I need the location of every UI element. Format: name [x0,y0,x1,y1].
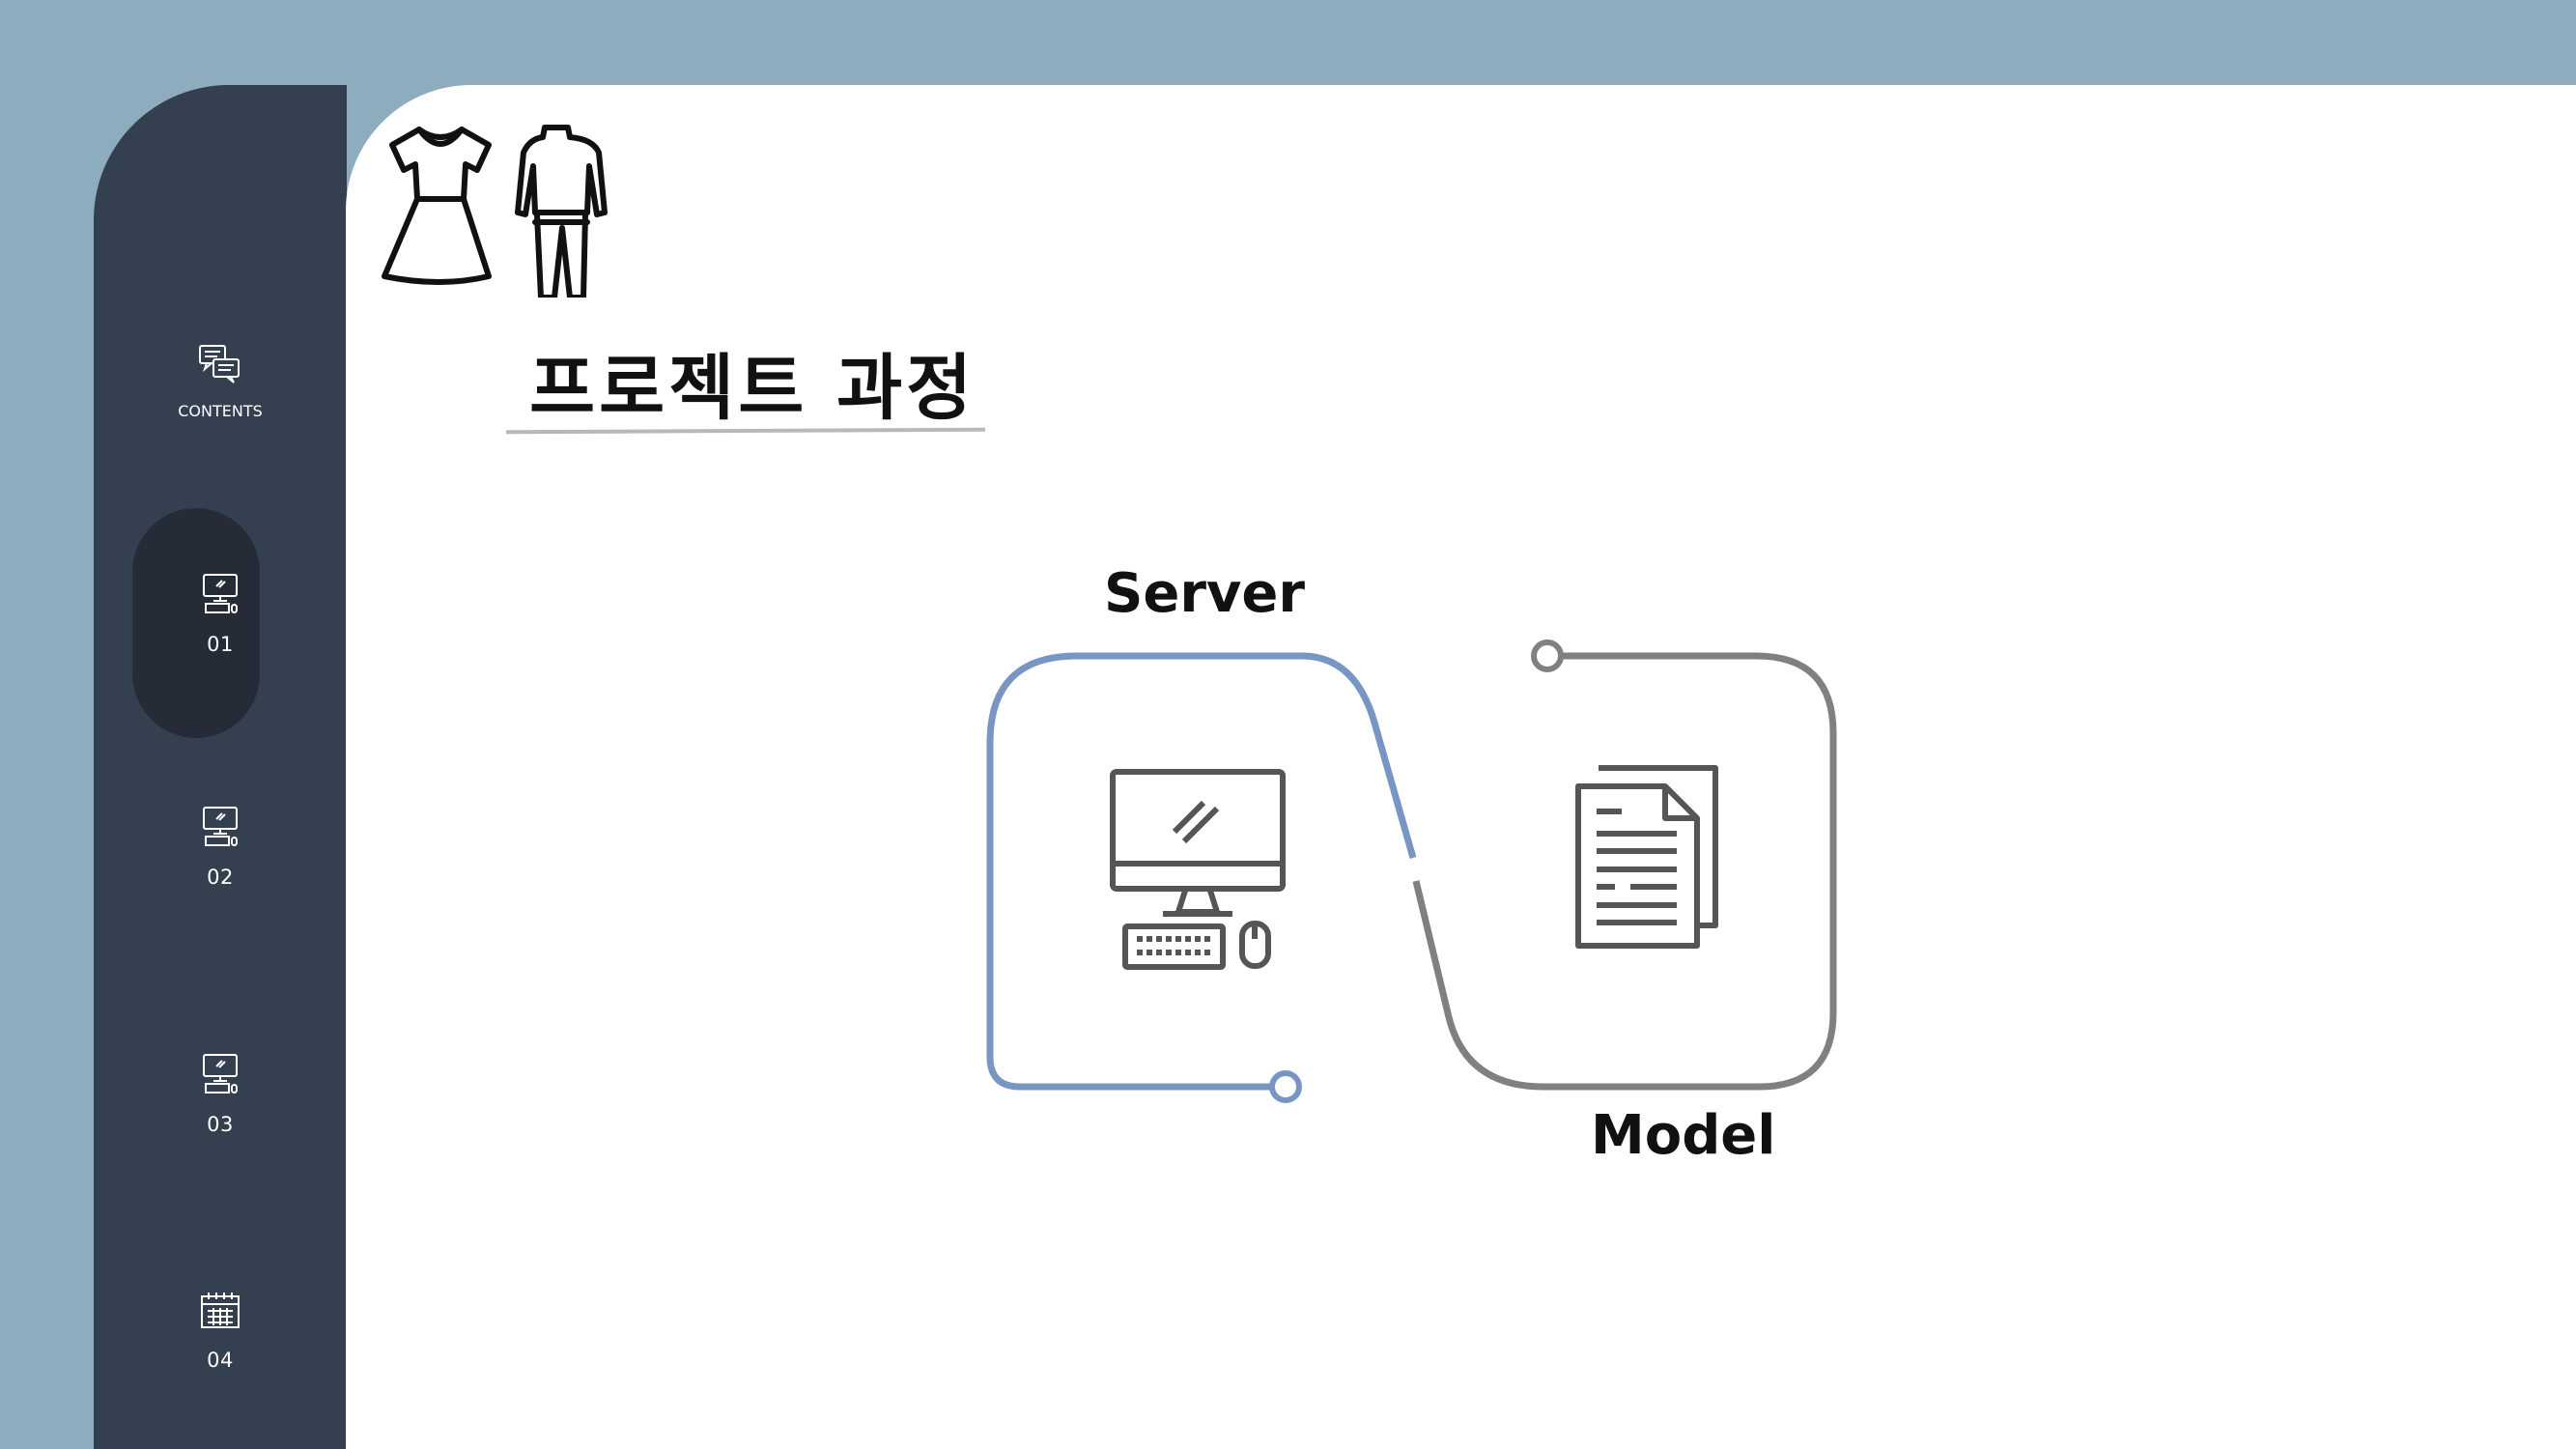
model-label: Model [1591,1104,1776,1167]
jumpsuit-icon [515,125,608,300]
active-nav-highlight [132,508,260,738]
top-band [0,0,2576,85]
sidebar-item-contents[interactable]: CONTENTS [94,344,347,420]
documents-icon [1575,765,1718,949]
computer-icon [201,1053,240,1099]
desktop-computer-icon [1110,769,1286,970]
process-diagram [986,639,1837,1103]
model-start-node [1531,639,1564,672]
sidebar-item-label: 03 [207,1113,234,1136]
sidebar-item-label: 04 [207,1349,234,1372]
sidebar-item-02[interactable]: 02 [94,806,347,889]
dress-icon [382,127,492,285]
server-end-node [1269,1070,1302,1103]
server-label: Server [1104,562,1306,625]
computer-icon [201,573,240,619]
calendar-icon [200,1291,241,1335]
model-connector-line [1412,652,1837,1091]
chat-bubbles-icon [198,344,242,388]
sidebar: CONTENTS 01 02 [94,85,347,1449]
server-connector-line [986,652,1417,1091]
page-title: 프로젝트 과정 [529,347,977,430]
sidebar-item-label: 02 [207,866,234,889]
clothing-logo [381,124,622,301]
sidebar-item-label: CONTENTS [178,402,263,420]
sidebar-item-03[interactable]: 03 [94,1053,347,1136]
sidebar-item-label: 01 [207,633,234,656]
computer-icon [201,806,240,852]
sidebar-item-01[interactable]: 01 [94,573,347,656]
main-content: 프로젝트 과정 [346,85,2576,1449]
sidebar-item-04[interactable]: 04 [94,1291,347,1372]
